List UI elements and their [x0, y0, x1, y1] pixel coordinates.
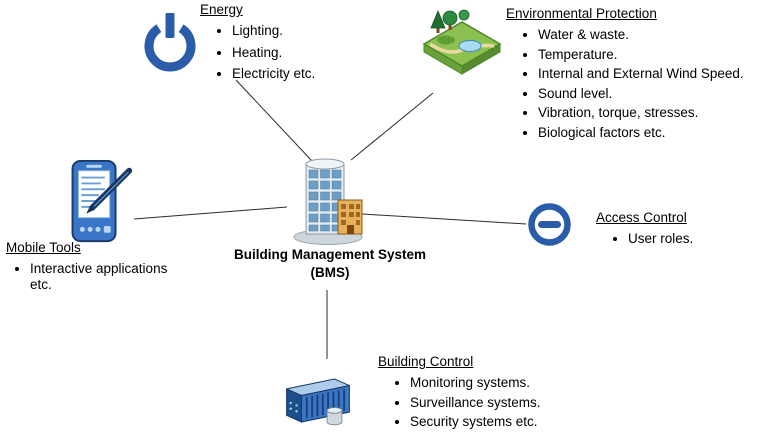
- list-item: Vibration, torque, stresses.: [538, 105, 758, 121]
- environmental-list: Water & waste. Temperature. Internal and…: [506, 27, 758, 140]
- environmental-title: Environmental Protection: [506, 6, 657, 21]
- list-item: Biological factors etc.: [538, 125, 758, 141]
- mobile-device-icon-svg: [71, 159, 133, 243]
- energy-node: Energy Lighting. Heating. Electricity et…: [200, 2, 315, 88]
- environmental-node: Environmental Protection Water & waste. …: [506, 6, 758, 144]
- energy-title: Energy: [200, 2, 243, 17]
- mobile-node: Mobile Tools Interactive applications et…: [6, 240, 182, 298]
- list-item: Internal and External Wind Speed.: [538, 66, 758, 82]
- connector-line: [361, 213, 527, 225]
- building-icon-svg: [293, 158, 363, 245]
- no-entry-icon: [526, 201, 573, 248]
- list-item: Temperature.: [538, 47, 758, 63]
- mobile-list: Interactive applications etc.: [6, 261, 180, 292]
- server-icon: [280, 358, 356, 438]
- power-icon-svg: [144, 13, 196, 72]
- access-title: Access Control: [596, 210, 687, 225]
- building-control-title: Building Control: [378, 354, 474, 369]
- list-item: User roles.: [628, 231, 693, 247]
- nature-map-icon: [420, 6, 504, 92]
- mobile-title: Mobile Tools: [6, 240, 81, 255]
- server-icon-svg: [286, 378, 350, 426]
- list-item: Interactive applications etc.: [30, 261, 180, 292]
- list-item: Lighting.: [232, 23, 315, 39]
- building-control-list: Monitoring systems. Surveillance systems…: [378, 375, 541, 430]
- access-node: Access Control User roles.: [596, 210, 693, 252]
- list-item: Sound level.: [538, 86, 758, 102]
- power-icon: [140, 10, 200, 74]
- list-item: Security systems etc.: [410, 414, 541, 430]
- mobile-device-icon: [56, 158, 136, 246]
- bms-label-line2: (BMS): [310, 265, 350, 280]
- connector-line: [235, 79, 313, 162]
- list-item: Surveillance systems.: [410, 395, 541, 411]
- nature-map-icon-svg: [422, 9, 502, 75]
- building-icon: [286, 154, 370, 246]
- access-list: User roles.: [596, 231, 693, 247]
- bms-label-line1: Building Management System: [233, 247, 427, 262]
- list-item: Heating.: [232, 45, 315, 61]
- no-entry-icon-svg: [528, 203, 571, 246]
- bms-label: Building Management System (BMS): [230, 246, 430, 282]
- energy-list: Lighting. Heating. Electricity etc.: [200, 23, 315, 82]
- connector-line: [350, 92, 434, 161]
- list-item: Monitoring systems.: [410, 375, 541, 391]
- list-item: Electricity etc.: [232, 66, 315, 82]
- building-control-node: Building Control Monitoring systems. Sur…: [378, 354, 541, 434]
- list-item: Water & waste.: [538, 27, 758, 43]
- connector-line: [133, 206, 288, 220]
